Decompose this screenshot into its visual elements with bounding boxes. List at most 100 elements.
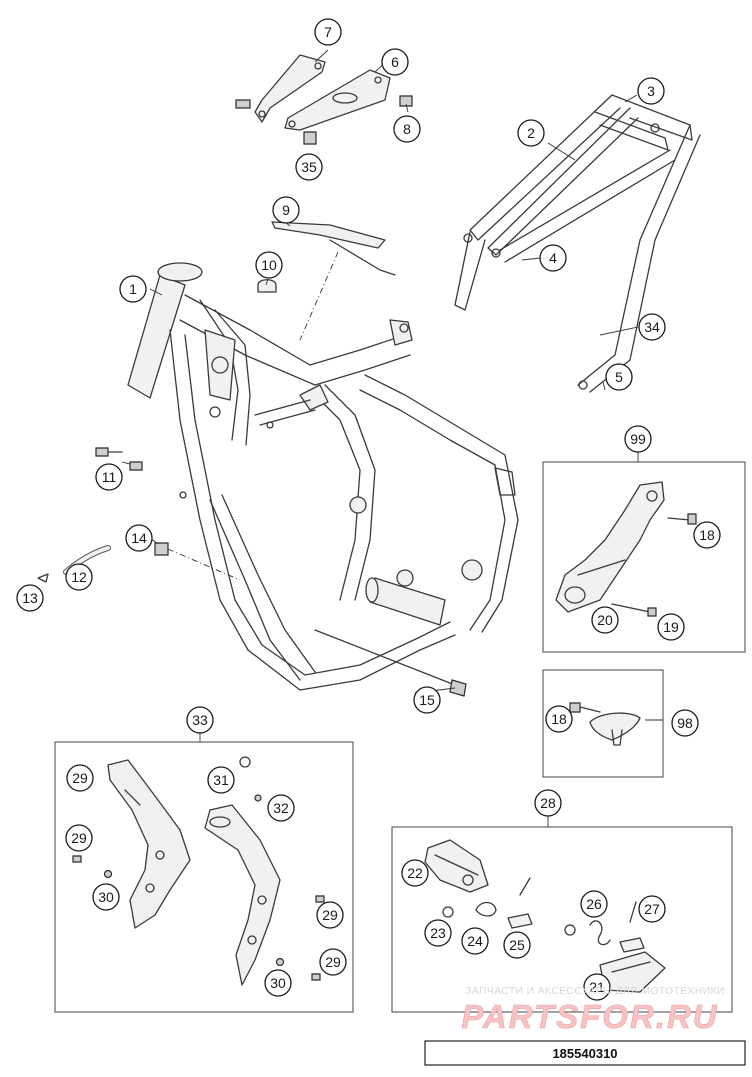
callout-circle-18 [693,521,721,549]
callout-number-32: 32 [273,800,289,816]
callout-number-13: 13 [22,590,38,606]
group-box-28 [391,826,733,1013]
diagram-code: 185540310 [552,1046,617,1061]
callout-number-5: 5 [615,369,623,385]
label-plate-drawing [271,221,396,341]
group-box-33 [54,741,354,1013]
callout-circle-24 [461,927,489,955]
callout-circle-12 [65,563,93,591]
callout-circle-2 [517,119,545,147]
watermark-caption: ЗАПЧАСТИ И АКСЕССУАРЫ ДЛЯ МОТОТЕХНИКИ [465,985,725,997]
diagram-code-box [424,1040,746,1066]
callout-number-28: 28 [540,795,556,811]
callout-circle-3 [637,77,665,105]
callout-circle-32 [267,794,295,822]
callout-circle-4 [539,244,567,272]
callout-circle-9 [272,196,300,224]
callout-circle-10 [255,251,283,279]
callout-circle-30 [92,883,120,911]
callout-circle-8 [393,115,421,143]
callout-circle-27 [638,895,666,923]
rear-subframe-drawing [454,94,701,393]
callout-circle-5 [605,363,633,391]
callout-circle-98 [671,709,699,737]
callout-number-24: 24 [467,933,483,949]
callout-number-18: 18 [699,527,715,543]
callout-circle-20 [591,606,619,634]
callout-number-2: 2 [527,125,535,141]
callout-circle-30 [264,969,292,997]
callout-circle-11 [95,463,123,491]
callout-number-25: 25 [509,937,525,953]
callout-number-18: 18 [551,711,567,727]
callout-number-8: 8 [403,121,411,137]
callout-circle-26 [580,890,608,918]
footpeg-bracket-drawing [555,481,697,617]
callout-circle-29 [65,824,93,852]
callout-circle-19 [657,613,685,641]
callout-number-99: 99 [630,431,646,447]
callout-number-34: 34 [644,319,660,335]
callout-number-29: 29 [71,830,87,846]
callout-circle-99 [624,425,652,453]
callout-circle-21 [583,973,611,1001]
callout-circle-28 [534,789,562,817]
callout-number-1: 1 [129,281,137,297]
callout-circle-13 [16,584,44,612]
callout-numbers: 1234567891011121314151819202122182829292… [16,18,721,1001]
callout-number-30: 30 [270,975,286,991]
watermark-brand: PARTSFOR.RU [461,998,718,1035]
callout-circle-35 [295,153,323,181]
main-frame-drawing [127,262,519,691]
footpeg-assembly-drawing [424,839,666,993]
callout-number-10: 10 [261,257,277,273]
callout-number-29: 29 [72,770,88,786]
frame-guard-right-drawing [204,756,325,986]
callout-number-4: 4 [549,250,557,266]
callout-circle-33 [186,706,214,734]
callout-number-29: 29 [322,907,338,923]
callout-number-21: 21 [589,979,605,995]
callout-number-35: 35 [301,159,317,175]
leader-lines [121,49,663,827]
callout-circle-22 [401,859,429,887]
callout-circle-29 [66,764,94,792]
callout-number-7: 7 [324,24,332,40]
callout-number-22: 22 [407,865,423,881]
callout-circle-29 [316,901,344,929]
group-box-99 [542,461,746,653]
callout-number-14: 14 [131,530,147,546]
callout-number-26: 26 [586,896,602,912]
callout-number-33: 33 [192,712,208,728]
callout-number-29: 29 [325,954,341,970]
callout-number-30: 30 [98,889,114,905]
callout-number-27: 27 [644,901,660,917]
callout-circle-34 [638,313,666,341]
callout-circle-31 [207,766,235,794]
callout-circle-6 [381,48,409,76]
group-box-98 [542,669,664,778]
callout-circle-23 [424,919,452,947]
callout-number-9: 9 [282,202,290,218]
cable-clip-drawing [257,279,277,293]
chain-guide-drawing [569,702,641,746]
callout-number-31: 31 [213,772,229,788]
callout-number-20: 20 [597,612,613,628]
callout-number-98: 98 [677,715,693,731]
callout-circle-7 [314,18,342,46]
watermark: ЗАПЧАСТИ И АКСЕССУАРЫ ДЛЯ МОТОТЕХНИКИ PA… [461,985,724,1035]
callout-number-23: 23 [430,925,446,941]
callout-circle-18 [545,705,573,733]
callout-circle-25 [503,931,531,959]
callout-circle-14 [125,524,153,552]
callout-number-11: 11 [102,469,117,485]
callout-circle-29 [319,948,347,976]
callout-number-15: 15 [419,692,435,708]
callout-number-6: 6 [391,54,399,70]
callout-circle-15 [413,686,441,714]
callout-number-3: 3 [647,83,655,99]
callout-number-12: 12 [71,569,87,585]
callout-circle-1 [119,275,147,303]
headlight-bracket-drawing [235,54,413,145]
